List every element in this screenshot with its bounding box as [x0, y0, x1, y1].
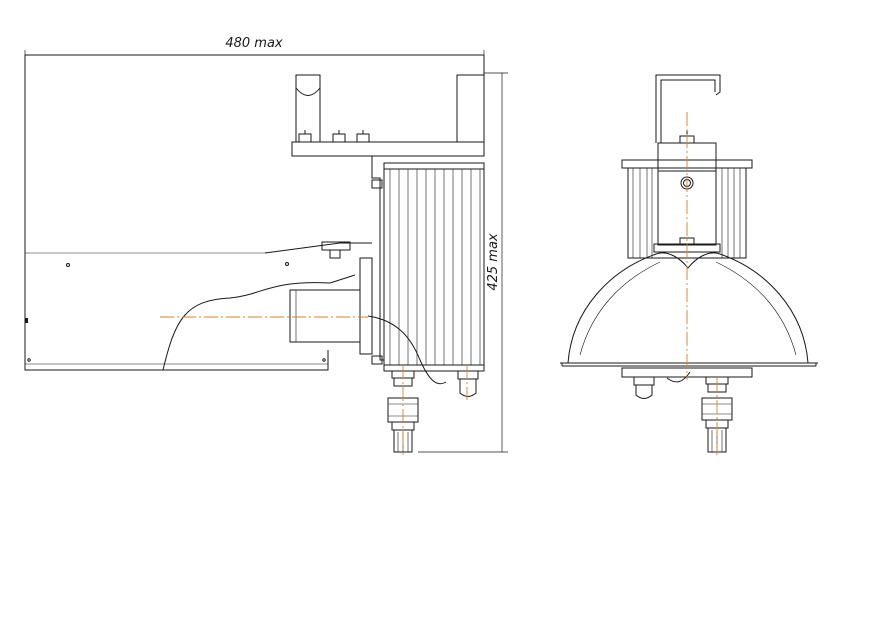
side-top-bracket: [291, 74, 485, 157]
front-cable-gland-left: [633, 376, 655, 399]
front-reflector: [560, 252, 818, 367]
side-ballast-box: [383, 162, 485, 372]
side-frame: [24, 54, 485, 371]
dimension-width-label: 480 max: [225, 36, 283, 51]
dimension-height: 425 max: [418, 72, 508, 453]
side-cable-gland-right: [457, 370, 479, 397]
side-cable: [367, 315, 447, 385]
side-bolts: [298, 130, 370, 143]
side-tube: [289, 257, 373, 355]
side-view: 480 max 425 max: [24, 36, 508, 455]
front-fins: [632, 168, 741, 258]
dimension-height-label: 425 max: [486, 233, 501, 291]
front-view: [560, 74, 818, 455]
dimension-width: 480 max: [24, 36, 485, 58]
front-hook: [655, 74, 721, 143]
side-housing-cover: [162, 242, 372, 371]
side-support-plate: [321, 156, 384, 365]
side-fins: [389, 169, 481, 365]
